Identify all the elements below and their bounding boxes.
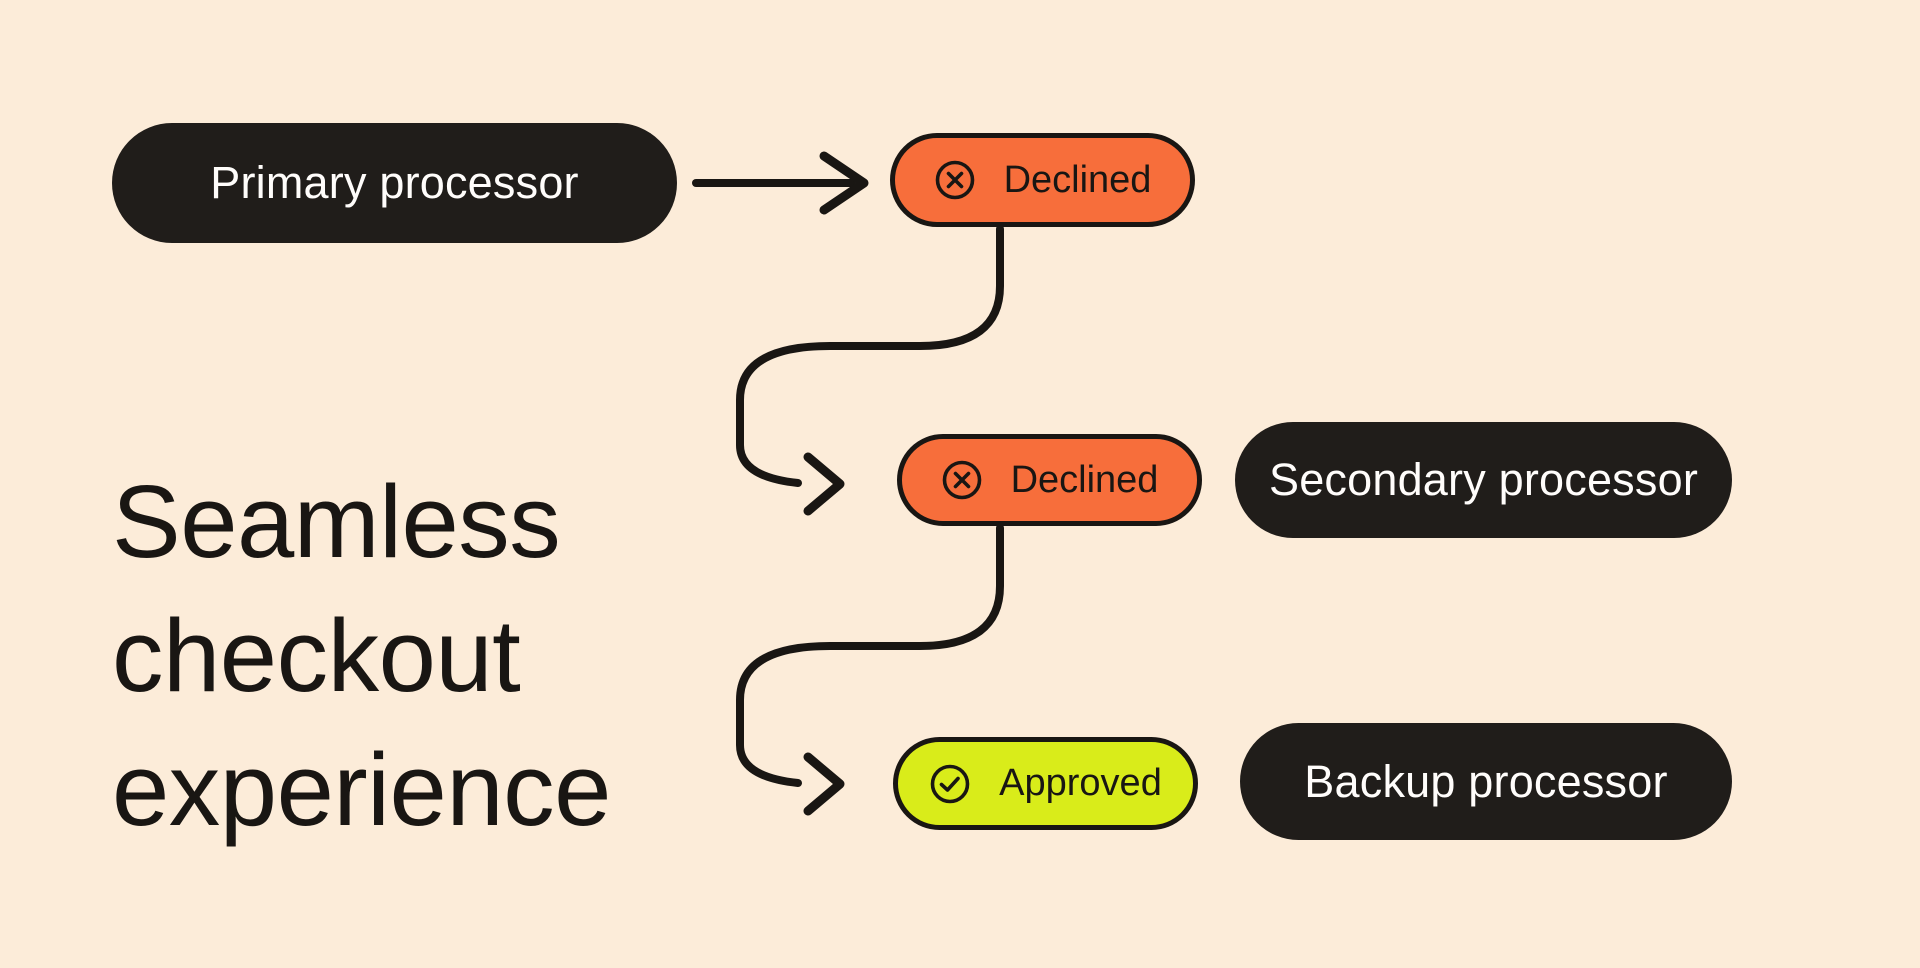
circle-check-icon: [930, 764, 970, 803]
primary-processor-node: Primary processor: [112, 123, 677, 243]
status-badge-approved: Approved: [893, 737, 1198, 830]
page-title: Seamless checkout experience: [112, 455, 611, 857]
backup-processor-node: Backup processor: [1240, 723, 1732, 840]
circle-x-icon: [935, 160, 974, 200]
status-label: Declined: [1003, 158, 1152, 201]
circle-x-icon: [942, 460, 981, 500]
page-title-line-3: experience: [112, 732, 611, 847]
status-badge-declined-2: Declined: [897, 434, 1202, 526]
status-badge-declined-1: Declined: [890, 133, 1195, 227]
status-label: Declined: [1010, 458, 1159, 501]
secondary-processor-node: Secondary processor: [1235, 422, 1732, 538]
backup-processor-label: Backup processor: [1304, 755, 1668, 807]
primary-processor-label: Primary processor: [210, 157, 579, 208]
arrow-primary-to-declined: [692, 151, 869, 215]
page-title-line-1: Seamless: [112, 464, 561, 579]
secondary-processor-label: Secondary processor: [1268, 454, 1698, 505]
status-label: Approved: [999, 762, 1162, 804]
page-title-line-2: checkout: [112, 598, 521, 713]
